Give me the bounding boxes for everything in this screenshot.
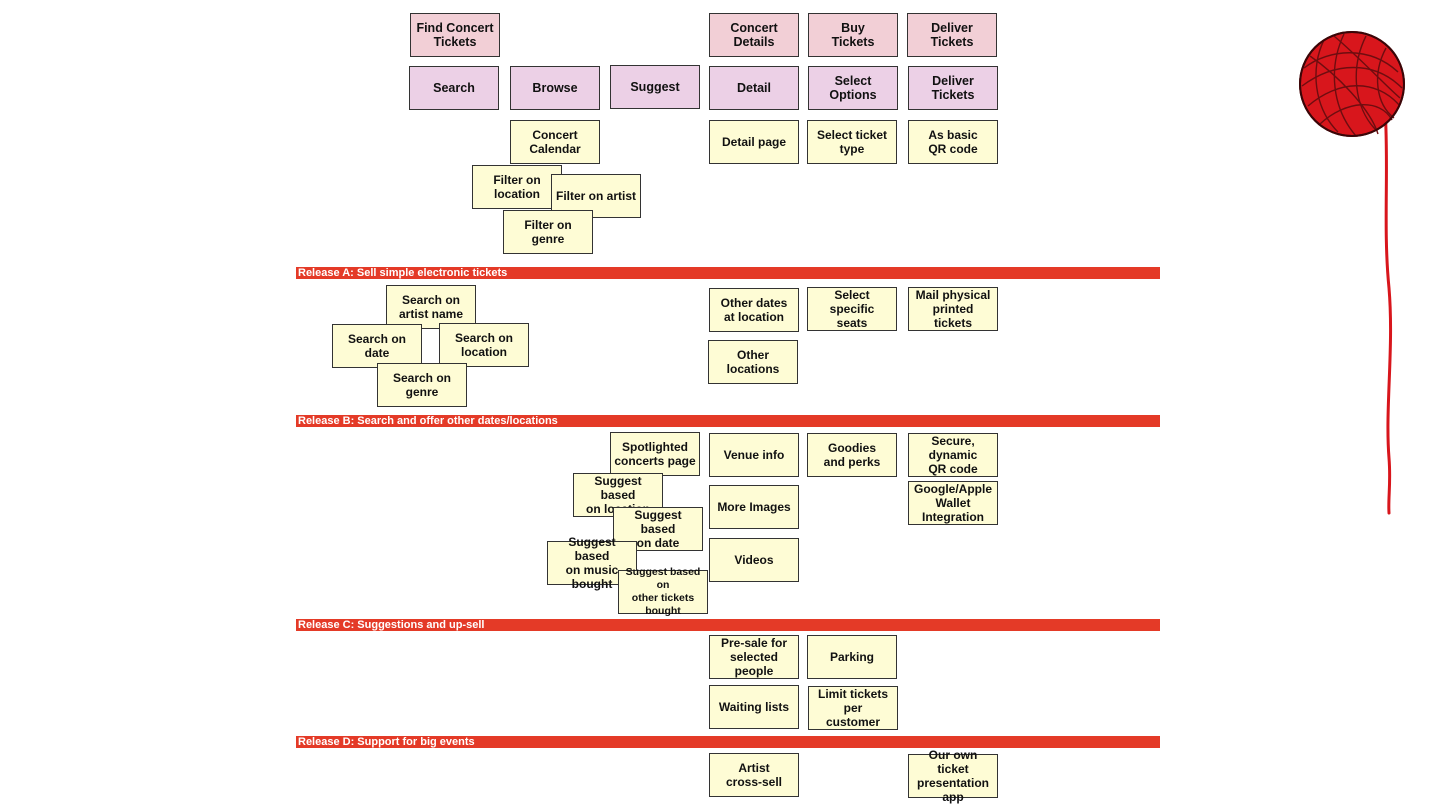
story-goodies-perks[interactable]: Goodies and perks bbox=[807, 433, 897, 477]
story-filter-on-location[interactable]: Filter on location bbox=[472, 165, 562, 209]
story-limit-tickets[interactable]: Limit tickets per customer bbox=[808, 686, 898, 730]
story-search-date[interactable]: Search on date bbox=[332, 324, 422, 368]
story-presale-selected-people[interactable]: Pre-sale for selected people bbox=[709, 635, 799, 679]
story-secure-dynamic-qr[interactable]: Secure, dynamic QR code bbox=[908, 433, 998, 477]
release-c-bar: Release C: Suggestions and up-sell bbox=[296, 619, 1160, 631]
story-filter-on-genre[interactable]: Filter on genre bbox=[503, 210, 593, 254]
story-venue-info[interactable]: Venue info bbox=[709, 433, 799, 477]
task-browse[interactable]: Browse bbox=[510, 66, 600, 110]
story-waiting-lists[interactable]: Waiting lists bbox=[709, 685, 799, 729]
story-select-ticket-type[interactable]: Select ticket type bbox=[807, 120, 897, 164]
yarn-ball-icon bbox=[1299, 31, 1405, 515]
story-wallet-integration[interactable]: Google/Apple Wallet Integration bbox=[908, 481, 998, 525]
story-search-artist-name[interactable]: Search on artist name bbox=[386, 285, 476, 329]
activity-concert-details[interactable]: Concert Details bbox=[709, 13, 799, 57]
story-basic-qr-code[interactable]: As basic QR code bbox=[908, 120, 998, 164]
story-videos[interactable]: Videos bbox=[709, 538, 799, 582]
story-more-images[interactable]: More Images bbox=[709, 485, 799, 529]
story-select-specific-seats[interactable]: Select specific seats bbox=[807, 287, 897, 331]
story-other-locations[interactable]: Other locations bbox=[708, 340, 798, 384]
release-d-bar: Release D: Support for big events bbox=[296, 736, 1160, 748]
activity-deliver-tickets[interactable]: Deliver Tickets bbox=[907, 13, 997, 57]
story-parking[interactable]: Parking bbox=[807, 635, 897, 679]
story-suggest-other-tickets[interactable]: Suggest based on other tickets bought bbox=[618, 566, 708, 617]
release-b-bar: Release B: Search and offer other dates/… bbox=[296, 415, 1160, 427]
task-deliver-tickets[interactable]: Deliver Tickets bbox=[908, 66, 998, 110]
task-detail[interactable]: Detail bbox=[709, 66, 799, 110]
activity-buy-tickets[interactable]: Buy Tickets bbox=[808, 13, 898, 57]
story-own-ticket-app[interactable]: Our own ticket presentation app bbox=[908, 748, 998, 804]
activity-find-concert-tickets[interactable]: Find Concert Tickets bbox=[410, 13, 500, 57]
story-concert-calendar[interactable]: Concert Calendar bbox=[510, 120, 600, 164]
release-a-bar: Release A: Sell simple electronic ticket… bbox=[296, 267, 1160, 279]
story-mail-printed-tickets[interactable]: Mail physical printed tickets bbox=[908, 287, 998, 331]
story-artist-cross-sell[interactable]: Artist cross-sell bbox=[709, 753, 799, 797]
task-select-options[interactable]: Select Options bbox=[808, 66, 898, 110]
task-suggest[interactable]: Suggest bbox=[610, 65, 700, 109]
task-search[interactable]: Search bbox=[409, 66, 499, 110]
story-spotlighted-concerts[interactable]: Spotlighted concerts page bbox=[610, 432, 700, 476]
story-search-location[interactable]: Search on location bbox=[439, 323, 529, 367]
story-search-genre[interactable]: Search on genre bbox=[377, 363, 467, 407]
story-detail-page[interactable]: Detail page bbox=[709, 120, 799, 164]
story-other-dates-at-location[interactable]: Other dates at location bbox=[709, 288, 799, 332]
